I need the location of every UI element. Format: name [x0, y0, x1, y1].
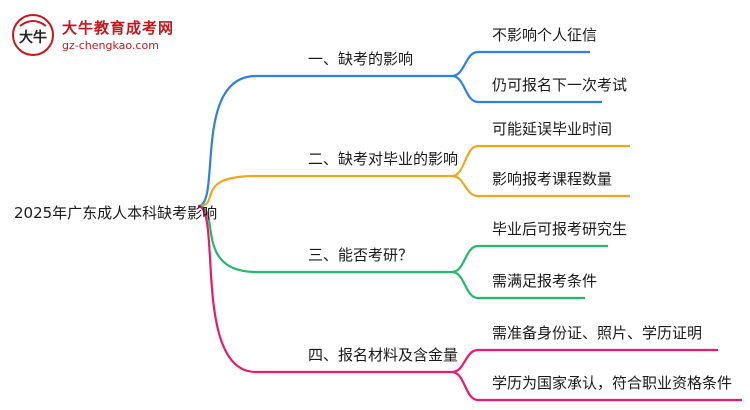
branch-1-connector [197, 74, 257, 208]
branch-3-child-2-label: 需满足报考条件 [492, 272, 597, 290]
branch-1-child-1-connector [451, 50, 479, 78]
branch-3-child-1-label: 毕业后可报考研究生 [492, 220, 627, 238]
branch-4-label: 四、报名材料及含金量 [308, 346, 458, 364]
branch-2-connector [197, 174, 257, 208]
root-label: 2025年广东成人本科缺考影响 [14, 204, 217, 222]
branch-1-label: 一、缺考的影响 [308, 50, 413, 68]
branch-2-label: 二、缺考对毕业的影响 [308, 150, 458, 168]
branch-1-child-2-label: 仍可报名下一次考试 [492, 76, 627, 94]
logo-badge-icon: 大牛 [12, 14, 54, 56]
branch-1-child-1-label: 不影响个人征信 [492, 26, 597, 44]
branch-2-child-1-connector [451, 144, 479, 178]
branch-3-child-2-connector [451, 270, 479, 300]
branch-2-child-2-label: 影响报考课程数量 [492, 170, 612, 188]
mind-map-labels: 2025年广东成人本科缺考影响 一、缺考的影响 不影响个人征信仍可报名下一次考试二、… [14, 26, 732, 392]
branch-1-child-2-connector [451, 74, 479, 104]
branch-2-child-1-label: 可能延误毕业时间 [492, 120, 612, 138]
logo-url: gz-chengkao.com [62, 39, 159, 52]
logo-name: 大牛教育成考网 [62, 19, 175, 37]
logo-badge-text: 大牛 [19, 29, 47, 46]
branch-3-connector [197, 204, 257, 274]
mind-map-links [197, 50, 742, 402]
branch-4-child-2-label: 学历为国家承认，符合职业资格条件 [492, 374, 732, 392]
site-logo: 大牛 大牛教育成考网 gz-chengkao.com [10, 12, 180, 58]
branch-3-label: 三、能否考研？ [308, 246, 413, 264]
branch-4-child-2-connector [451, 370, 479, 402]
branch-2-child-2-connector [451, 174, 479, 198]
branch-4-child-1-label: 需准备身份证、照片、学历证明 [492, 324, 702, 342]
branch-4-connector [197, 204, 257, 374]
branch-3-child-1-connector [451, 244, 479, 274]
